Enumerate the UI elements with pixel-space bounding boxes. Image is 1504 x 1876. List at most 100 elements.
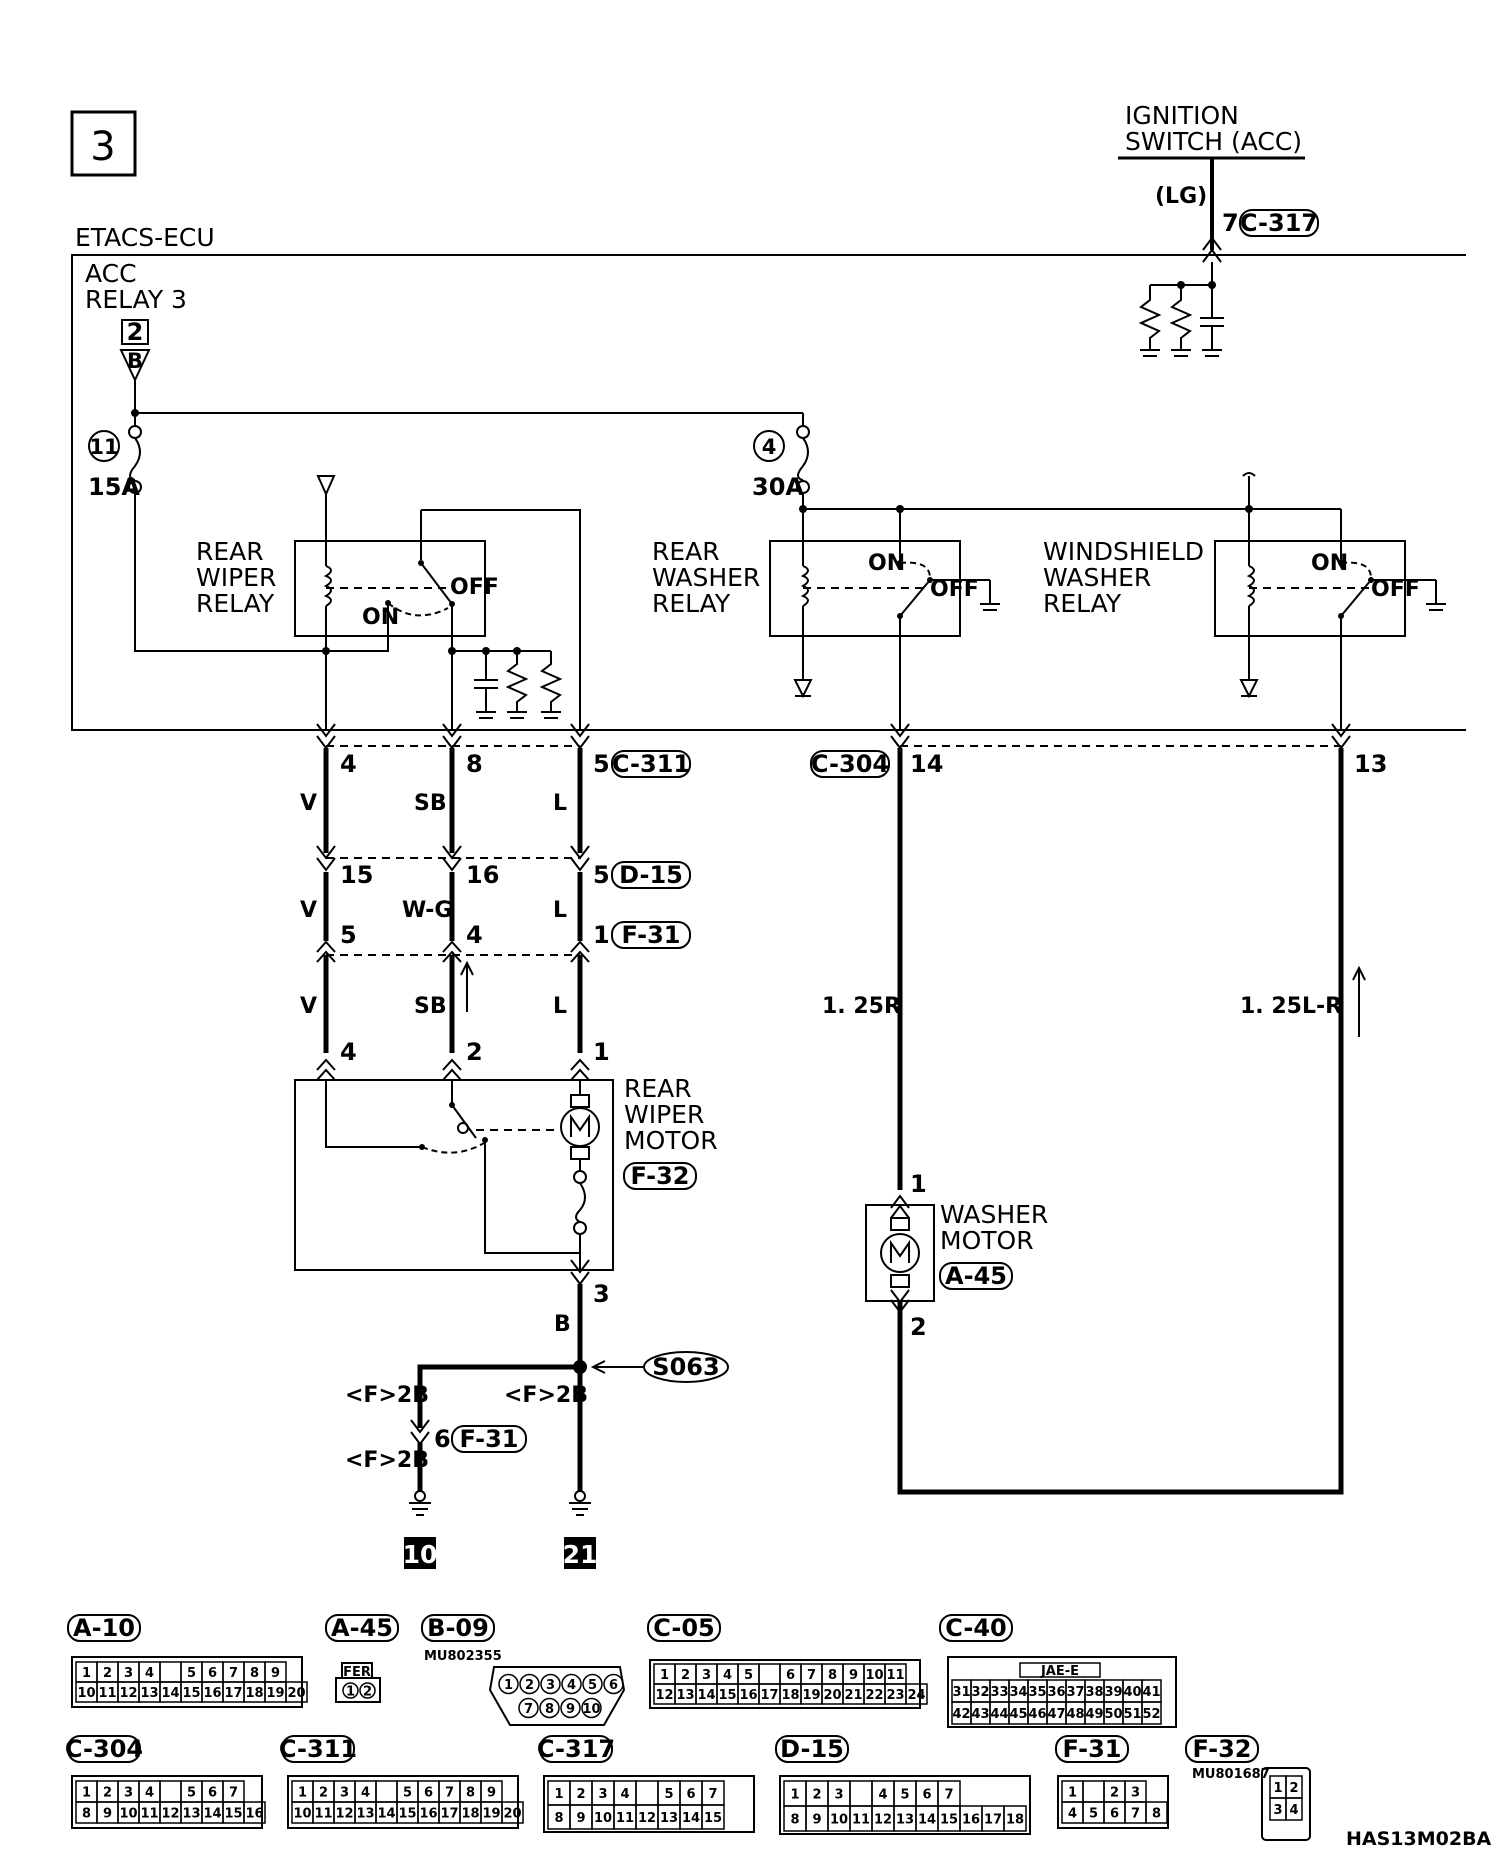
connector-pin-label: 4 (878, 1788, 887, 1803)
connector-pin-label: 2 (363, 1685, 372, 1700)
connector-pin-label: 1 (790, 1788, 799, 1803)
filter-resistor-2 (1169, 285, 1193, 350)
motor-park-switch (451, 1104, 477, 1139)
connector-pin-label: 7 (229, 1666, 238, 1681)
connector-pin-label: 3 (546, 1678, 555, 1693)
wire-b: B (554, 1312, 571, 1337)
windshield-relay-switch (1340, 579, 1372, 617)
acc-triangle-icon (119, 349, 151, 383)
connector-pin-label: 15 (704, 1811, 722, 1826)
acc-relay-number: 2 (127, 318, 144, 346)
diagram-code: HAS13M02BA (1346, 1828, 1492, 1850)
svg-text:C-311: C-311 (279, 1735, 357, 1763)
connector-pin-cell (849, 1780, 873, 1807)
connector-pin-label: 19 (482, 1807, 500, 1822)
ground-point-10: 10 (403, 1540, 438, 1569)
connector-tag-c304 (810, 750, 890, 778)
connector-pin-label: 7 (445, 1786, 454, 1801)
connector-pin-label: 6 (424, 1786, 433, 1801)
connector-pin-label: 3 (834, 1788, 843, 1803)
fuse-11-icon (129, 437, 141, 481)
connector-pin-label: 9 (849, 1668, 858, 1683)
connector-pin-label: 2 (103, 1666, 112, 1681)
svg-text:FER: FER (343, 1665, 371, 1680)
svg-text:JAE-E: JAE-E (1040, 1664, 1079, 1679)
connector-pin-label: 41 (1142, 1685, 1160, 1700)
d15-pin-5: 5 (593, 861, 610, 889)
wiper-resistor-icon-1 (505, 651, 529, 719)
connector-f32-label: F-32 (630, 1162, 689, 1190)
connector-pin-label: 5 (187, 1786, 196, 1801)
connector-pin-label: 18 (461, 1807, 479, 1822)
wire-sb-2: SB (414, 994, 447, 1019)
connector-pin-cell (1003, 1805, 1027, 1832)
wire-125r: 1. 25R (822, 994, 901, 1019)
connector-f31-ground-label: F-31 (459, 1425, 518, 1453)
connector-pin-cell (582, 1673, 603, 1695)
connector-pin-label: 4 (1289, 1803, 1298, 1818)
wiper-relay-off: OFF (450, 575, 499, 600)
fuse-11-number: 11 (89, 435, 118, 459)
connector-pin-cell (518, 1697, 539, 1719)
connector-pin-label: 16 (203, 1686, 221, 1701)
windshield-relay-off: OFF (1371, 577, 1420, 602)
connector-pin-label: 2 (319, 1786, 328, 1801)
rear-washer-relay-box (769, 540, 961, 637)
connector-pin-label: 6 (208, 1786, 217, 1801)
washer-relay-control-icon (793, 679, 813, 699)
connector-pin-label: 4 (620, 1787, 629, 1802)
connector-pin-label: 14 (697, 1688, 715, 1703)
svg-text:D-15: D-15 (780, 1735, 844, 1763)
connector-pin-label: 17 (224, 1686, 242, 1701)
connector-pin-label: 15 (940, 1813, 958, 1828)
ecu-title: ETACS-ECU (75, 223, 215, 252)
connector-pin-cell (635, 1780, 659, 1806)
motor-pin-4: 4 (340, 1038, 357, 1066)
connector-pin-label: 22 (865, 1688, 883, 1703)
connector-pin-cell (701, 1804, 725, 1830)
connector-pin-label: 21 (844, 1688, 862, 1703)
connector-pin-cell (560, 1697, 581, 1719)
rear-wiper-relay-label: REAR (196, 537, 264, 566)
connector-pin-label: 13 (896, 1813, 914, 1828)
connector-pin-label: 46 (1028, 1707, 1046, 1722)
connector-pin-label: 4 (145, 1666, 154, 1681)
ground-point-21: 21 (563, 1540, 598, 1569)
windshield-washer-relay-box (1214, 540, 1406, 637)
windshield-washer-relay-label-2: WASHER (1043, 563, 1151, 592)
motor-pin-1: 1 (593, 1038, 610, 1066)
splice-s063-label: S063 (652, 1353, 719, 1381)
connector-pin-cell (519, 1673, 540, 1695)
wire-sb-1: SB (414, 791, 447, 816)
wire-v-1: V (300, 791, 317, 816)
f31-pin-1: 1 (593, 921, 610, 949)
ignition-switch-label: IGNITION (1125, 101, 1239, 130)
connector-pin-label: 8 (250, 1666, 259, 1681)
connector-pin-label: 18 (1006, 1813, 1024, 1828)
connector-pin-label: 13 (676, 1688, 694, 1703)
connector-pin-label: 12 (335, 1807, 353, 1822)
connector-pin-label: 5 (403, 1786, 412, 1801)
ecu-box (71, 254, 1466, 731)
connector-pin-label: 16 (419, 1807, 437, 1822)
connector-pin-cell (1285, 1797, 1303, 1821)
c304-pin-13: 13 (1354, 750, 1387, 778)
connector-pin-label: 13 (660, 1811, 678, 1826)
connector-pin-cell (1145, 1801, 1168, 1824)
connector-pin-cell (285, 1681, 308, 1703)
connector-pin-label: 34 (1009, 1685, 1027, 1700)
connector-pin-label: 10 (582, 1702, 600, 1717)
connector-pin-label: 36 (1047, 1685, 1065, 1700)
windshield-relay-control-icon (1239, 679, 1259, 699)
windshield-washer-relay-label: WINDSHIELD (1043, 537, 1204, 566)
connector-pin-label: 20 (287, 1686, 305, 1701)
connector-pin-label: 49 (1085, 1707, 1103, 1722)
connector-tag-f31 (611, 921, 691, 949)
connector-pin-label: 14 (682, 1811, 700, 1826)
